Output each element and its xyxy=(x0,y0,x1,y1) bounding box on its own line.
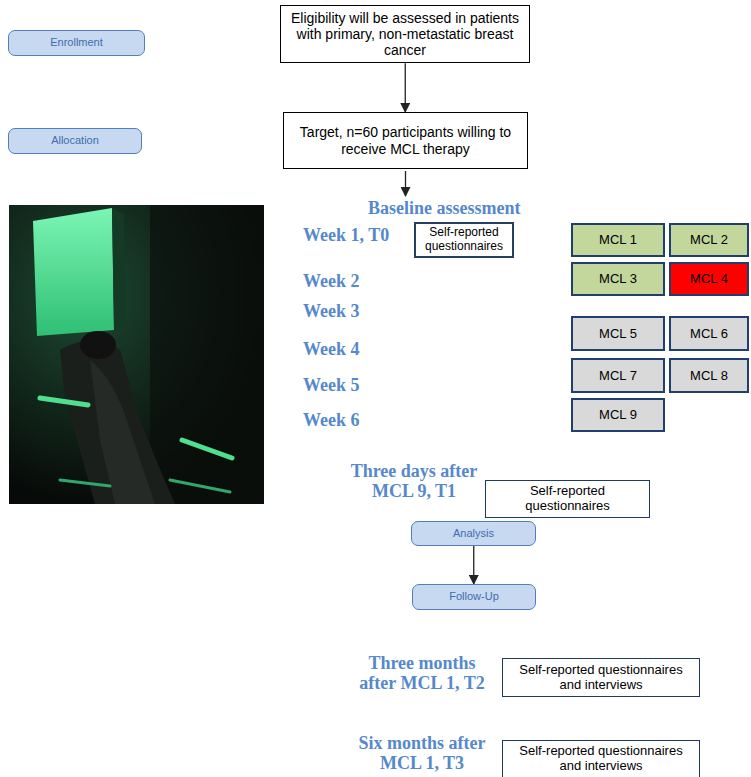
time-label: Week 4 xyxy=(303,340,360,360)
box-text: MCL 4 xyxy=(690,271,728,287)
recliner xyxy=(60,340,175,504)
questionnaire-box: Self-reported questionnaires and intervi… xyxy=(502,658,700,697)
phase-tag: Analysis xyxy=(411,521,536,546)
box-text: MCL 3 xyxy=(599,271,637,287)
time-label: Week 3 xyxy=(303,302,360,322)
time-label: Six months after MCL 1, T3 xyxy=(352,734,492,774)
time-label: Three months after MCL 1, T2 xyxy=(352,654,492,694)
session-box: MCL 3 xyxy=(571,262,665,296)
phase-tag: Follow-Up xyxy=(412,584,536,610)
questionnaire-box: Self-reported questionnaires xyxy=(414,222,514,258)
box-text: Enrollment xyxy=(50,36,103,49)
box-text: MCL 1 xyxy=(599,232,637,248)
floor-glow xyxy=(170,480,230,492)
box-text: Target, n=60 participants willing to rec… xyxy=(292,124,519,156)
phase-tag: Enrollment xyxy=(8,30,145,56)
section-heading: Baseline assessment xyxy=(368,199,521,219)
flow-arrow xyxy=(473,546,474,584)
box-text: Self-reported questionnaires xyxy=(492,484,643,514)
box-text: Eligibility will be assessed in patients… xyxy=(289,10,521,58)
box-text: MCL 9 xyxy=(599,407,637,423)
session-box: MCL 6 xyxy=(669,316,749,351)
session-box: MCL 7 xyxy=(571,358,665,393)
box-text: MCL 8 xyxy=(690,368,728,384)
light-window xyxy=(33,208,114,336)
session-box: MCL 2 xyxy=(669,223,749,257)
box-text: Follow-Up xyxy=(449,590,499,603)
head xyxy=(80,331,116,359)
armrest-glow xyxy=(182,440,232,458)
session-box: MCL 4 xyxy=(669,262,749,296)
photo-ground xyxy=(9,205,264,504)
questionnaire-box: Self-reported questionnaires and intervi… xyxy=(502,740,700,777)
process-box: Target, n=60 participants willing to rec… xyxy=(283,112,528,169)
process-box: Eligibility will be assessed in patients… xyxy=(280,5,530,63)
time-label: Week 2 xyxy=(303,272,360,292)
box-text: MCL 2 xyxy=(690,232,728,248)
flow-arrow xyxy=(405,171,406,196)
box-text: MCL 6 xyxy=(690,326,728,342)
body xyxy=(90,360,155,504)
floor-glow xyxy=(60,480,110,486)
box-text: Allocation xyxy=(51,134,99,147)
box-text: Self-reported questionnaires and intervi… xyxy=(509,663,693,693)
dark-wall xyxy=(150,205,264,504)
session-box: MCL 8 xyxy=(669,358,749,393)
armrest-glow xyxy=(40,398,88,405)
box-text: MCL 5 xyxy=(599,326,637,342)
box-text: Self-reported questionnaires xyxy=(420,226,508,254)
time-label: Three days after MCL 9, T1 xyxy=(348,462,480,502)
box-text: MCL 7 xyxy=(599,368,637,384)
window-frame xyxy=(112,208,125,330)
box-text: Self-reported questionnaires and intervi… xyxy=(509,744,693,774)
questionnaire-box: Self-reported questionnaires xyxy=(485,480,650,518)
box-text: Analysis xyxy=(453,527,494,540)
session-box: MCL 5 xyxy=(571,316,665,351)
session-box: MCL 1 xyxy=(571,223,665,257)
phase-tag: Allocation xyxy=(8,128,142,154)
time-label: Week 6 xyxy=(303,411,360,431)
session-box: MCL 9 xyxy=(571,398,665,432)
time-label: Week 1, T0 xyxy=(303,226,389,246)
flow-arrow xyxy=(405,63,406,112)
time-label: Week 5 xyxy=(303,376,360,396)
